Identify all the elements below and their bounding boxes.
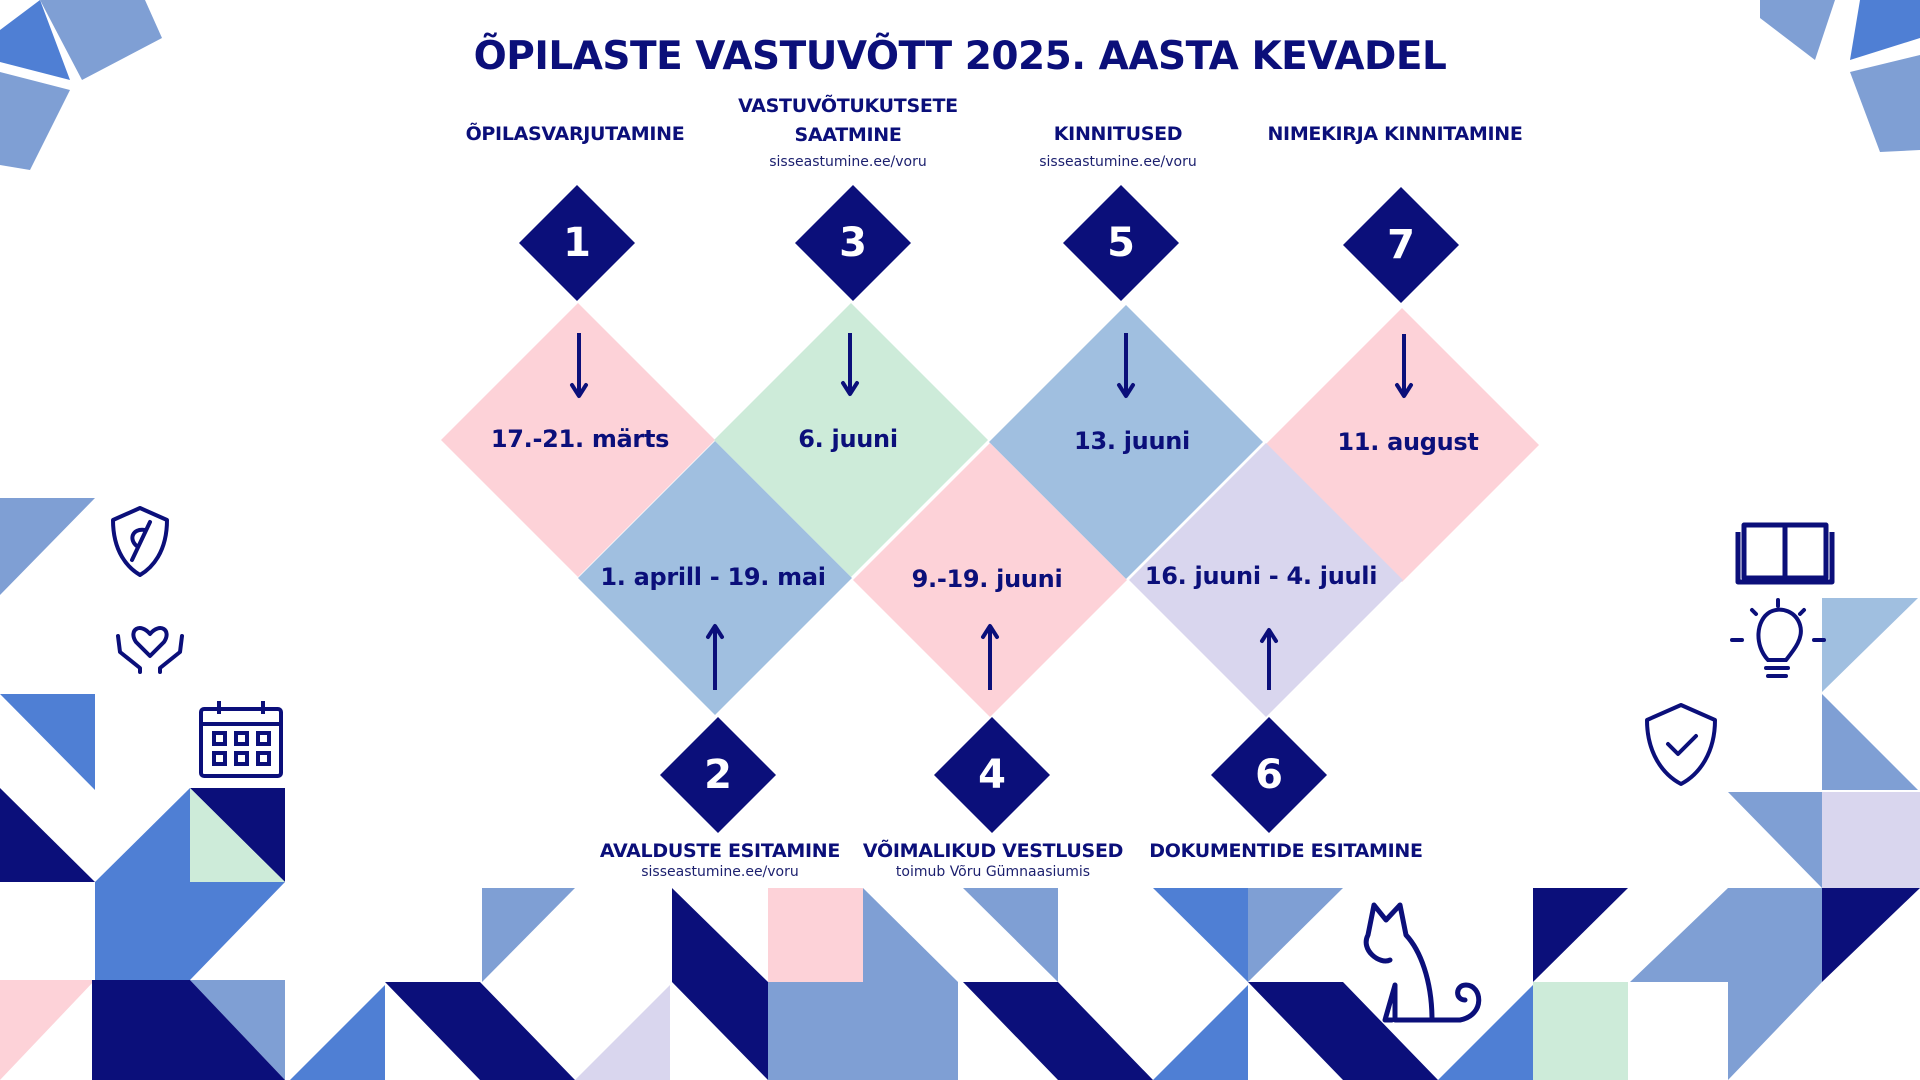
step-7-number: 7 (1387, 222, 1415, 268)
date-diamond-4 (853, 443, 1127, 717)
step-6-label: DOKUMENTIDE ESITAMINE (1149, 840, 1423, 862)
date-diamonds-layer (441, 303, 1539, 717)
up-arrow-2 (706, 624, 724, 690)
down-arrow-1 (570, 333, 588, 398)
step-7-label: NIMEKIRJA KINNITAMINE (1267, 123, 1523, 145)
step-1-label: ÕPILASVARJUTAMINE (465, 123, 685, 145)
step-2-number: 2 (704, 752, 732, 798)
number-diamond-3 (795, 185, 911, 301)
number-diamond-4 (934, 717, 1050, 833)
decor-left-mosaic (0, 498, 385, 1080)
down-arrow-5 (1117, 333, 1135, 398)
step-1-date: 17.-21. märts (490, 425, 670, 453)
up-arrow-4 (981, 624, 999, 690)
date-diamond-2 (578, 441, 852, 715)
date-diamond-6 (1129, 443, 1403, 717)
step-3-date: 6. juuni (798, 425, 898, 453)
up-arrow-6 (1260, 628, 1278, 690)
step-1-number: 1 (563, 220, 591, 266)
step-2-label: AVALDUSTE ESITAMINE (599, 840, 841, 862)
decor-top-left (0, 0, 162, 170)
shield-feather-icon (111, 506, 169, 577)
step-3-sub: sisseastumine.ee/voru (769, 154, 927, 170)
decor-top-right (1760, 0, 1920, 152)
date-diamond-1 (441, 303, 715, 577)
calendar-icon (199, 701, 283, 778)
step-5-number: 5 (1107, 220, 1135, 266)
number-diamond-5 (1063, 185, 1179, 301)
step-4-sub: toimub Võru Gümnaasiumis (895, 864, 1091, 880)
step-5-date: 13. juuni (1074, 427, 1190, 455)
step-7-date: 11. august (1337, 428, 1479, 456)
page-title: ÕPILASTE VASTUVÕTT 2025. AASTA KEVADEL (473, 34, 1447, 79)
number-diamond-6 (1211, 717, 1327, 833)
decor-bottom-mosaic (385, 888, 1628, 1080)
step-3-label-line2: SAATMINE (794, 124, 902, 146)
down-arrow-3 (841, 333, 859, 396)
step-6-date: 16. juuni - 4. juuli (1144, 562, 1378, 590)
book-icon (1735, 522, 1835, 585)
decor-right-mosaic (1630, 598, 1920, 1080)
number-diamonds-layer (519, 185, 1459, 833)
number-diamond-7 (1343, 187, 1459, 303)
step-5-label: KINNITUSED (1053, 123, 1183, 145)
lightbulb-icon (1730, 598, 1826, 678)
number-diamond-2 (660, 717, 776, 833)
step-3-number: 3 (839, 220, 867, 266)
heart-hands-icon (116, 626, 184, 674)
step-4-label: VÕIMALIKUD VESTLUSED (862, 840, 1124, 862)
step-4-date: 9.-19. juuni (911, 565, 1063, 593)
cat-icon (1363, 902, 1482, 1023)
step-6-number: 6 (1255, 752, 1283, 798)
shield-check-icon (1645, 703, 1717, 786)
down-arrow-7 (1395, 334, 1413, 398)
step-2-sub: sisseastumine.ee/voru (641, 864, 799, 880)
step-2-date: 1. aprill - 19. mai (600, 563, 826, 591)
step-5-sub: sisseastumine.ee/voru (1039, 154, 1197, 170)
arrows-layer (570, 333, 1413, 690)
number-diamond-1 (519, 185, 635, 301)
step-4-number: 4 (978, 752, 1006, 798)
step-3-label-line1: VASTUVÕTUKUTSETE (738, 95, 958, 117)
